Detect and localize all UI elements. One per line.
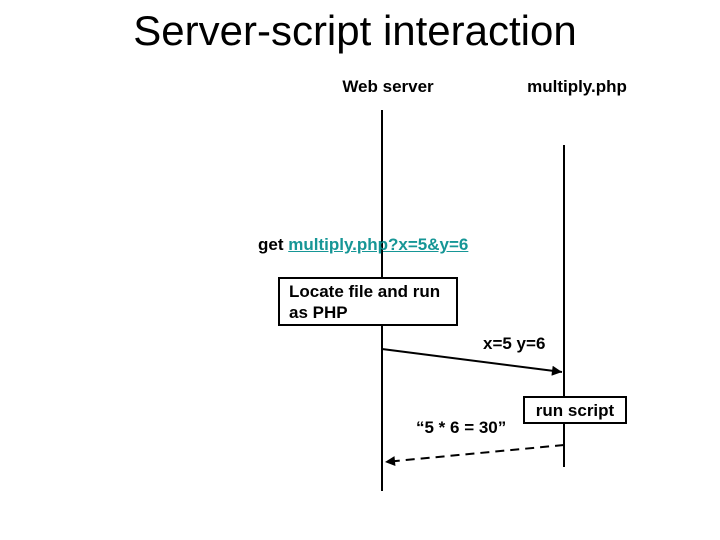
lifeline-label-web-server: Web server <box>342 77 434 96</box>
request-params-label: x=5 y=6 <box>483 334 546 353</box>
locate-file-box: Locate file and run as PHP <box>278 277 458 326</box>
multiply-php-query-link[interactable]: multiply.php?x=5&y=6 <box>288 235 469 254</box>
run-script-box: run script <box>523 396 627 424</box>
request-arrow <box>381 348 563 376</box>
lifeline-label-multiply-php: multiply.php <box>527 77 627 96</box>
slide-title: Server-script interaction <box>133 7 577 54</box>
response-arrow <box>384 444 565 467</box>
get-request-prefix: get <box>258 235 289 254</box>
get-request-message: get multiply.php?x=5&y=6 <box>258 235 468 255</box>
response-value-label: “5 * 6 = 30” <box>416 418 507 437</box>
locate-file-box-line1: Locate file and run <box>289 282 441 301</box>
locate-file-box-line2: as PHP <box>289 303 348 322</box>
